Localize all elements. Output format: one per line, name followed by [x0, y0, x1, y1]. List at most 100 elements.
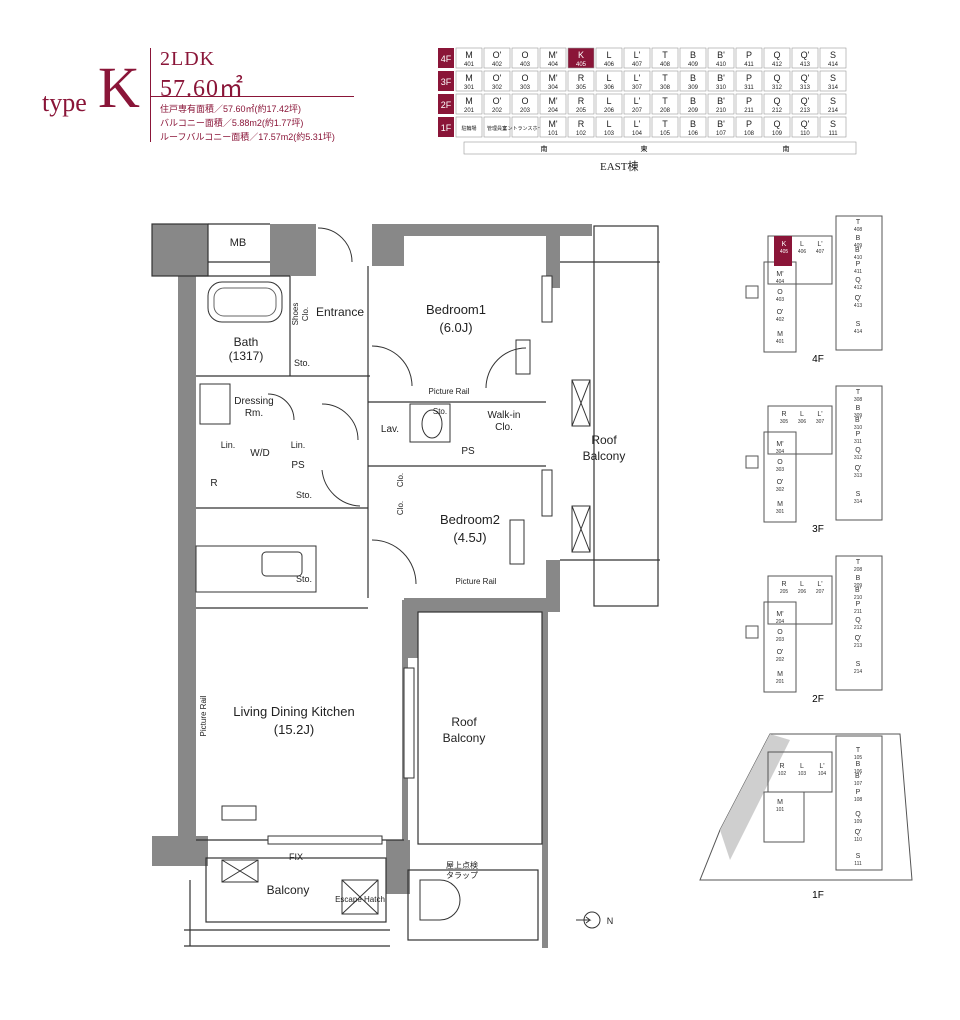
unit-cell [679, 116, 707, 138]
unit-type: Q [773, 96, 780, 106]
unit-number: 210 [716, 108, 727, 114]
unit-type: T [662, 73, 668, 83]
key-plan-unit-type: B' [855, 417, 861, 424]
unit-cell [679, 93, 707, 115]
key-plan-unit-number: 309 [854, 413, 863, 419]
unit-cell [707, 70, 735, 92]
unit-number: 108 [744, 131, 755, 137]
unit-type: B' [717, 96, 725, 106]
unit-number: 304 [548, 85, 559, 91]
key-plan-unit-number: 303 [776, 467, 785, 473]
key-plan-unit-type: S [856, 491, 861, 498]
key-plan-unit-number: 205 [780, 589, 789, 595]
unit-cell [483, 47, 511, 69]
key-plan-unit-type: B' [855, 587, 861, 594]
unit-number: 414 [828, 62, 839, 68]
unit-type: Q [773, 119, 780, 129]
unit-type: B [690, 73, 696, 83]
unit-cell [623, 93, 651, 115]
key-plan-2F: T208B209B'210P211Q212Q'213S214R205L206L'… [745, 555, 883, 705]
unit-number: 408 [660, 62, 671, 68]
unit-type: B' [717, 50, 725, 60]
key-plan-unit-type: B [856, 235, 861, 242]
unit-cell [651, 116, 679, 138]
roof-balcony-label: Roof [451, 715, 477, 729]
key-plan-unit-number: 407 [816, 249, 825, 255]
key-plan-unit-number: 108 [854, 797, 863, 803]
entrance-label: Entrance [316, 305, 364, 319]
unit-cell [511, 116, 539, 138]
direction-label: 南 [783, 144, 790, 153]
wd-label: W/D [250, 448, 269, 459]
unit-type: L' [634, 119, 641, 129]
bedroom1-size: (6.0J) [439, 320, 472, 335]
key-plan-unit-type: S [856, 661, 861, 668]
ldk-size: (15.2J) [274, 722, 314, 737]
key-plan-wing [763, 261, 797, 353]
unit-number: 106 [688, 131, 699, 137]
key-plan-unit-type: T [856, 559, 861, 566]
unit-number: 111 [828, 131, 838, 137]
unit-cell [567, 70, 595, 92]
unit-number: 205 [576, 108, 587, 114]
unit-type: B' [717, 73, 725, 83]
key-plan-unit-type: L' [817, 411, 822, 418]
spec-line: 住戸専有面積／57.60㎡(約17.42坪) [160, 104, 302, 114]
key-plan-unit-number: 210 [854, 595, 863, 601]
key-plan-stair [745, 625, 759, 639]
unit-number: 212 [772, 108, 783, 114]
clo-label: Clo. [396, 473, 405, 487]
unit-type: B [690, 96, 696, 106]
key-plan-unit-number: 408 [854, 227, 863, 233]
key-plan-floor-label: 2F [812, 694, 824, 705]
unit-cell [539, 70, 567, 92]
unit-cell [707, 116, 735, 138]
unit-cell [539, 47, 567, 69]
key-plan-unit-type: Q' [855, 635, 862, 642]
key-plan-wing [763, 431, 797, 523]
unit-cell [539, 116, 567, 138]
unit-number: 313 [800, 85, 811, 91]
unit-type: O [521, 73, 528, 83]
unit-type: O' [493, 73, 502, 83]
floor-label [438, 48, 454, 68]
unit-cell [567, 116, 595, 138]
key-plan-unit-number: 202 [776, 657, 785, 663]
unit-number: 405 [576, 62, 587, 68]
mb-label: MB [230, 237, 247, 249]
unit-type: Q' [801, 119, 810, 129]
key-plan-unit-type: P [856, 261, 861, 268]
unit-cell [455, 70, 483, 92]
direction-label: 南 [541, 144, 548, 153]
site-outline [699, 733, 913, 881]
direction-label: 東 [641, 144, 648, 153]
key-plan-unit-type: S [856, 321, 861, 328]
unit-number: 411 [744, 62, 754, 68]
unit-cell [511, 93, 539, 115]
key-plan-unit-number: 404 [776, 279, 785, 285]
fix-label: FIX [289, 852, 303, 862]
key-plan-unit-number: 110 [854, 837, 862, 843]
key-plan-unit-type: R [781, 411, 786, 418]
floor-label-text: 2F [441, 100, 452, 110]
unit-type: M' [548, 73, 557, 83]
unit-number: 402 [492, 62, 503, 68]
sto-label: Sto. [433, 407, 447, 416]
unit-number: 301 [464, 85, 475, 91]
key-plan-unit-type: M' [776, 611, 783, 618]
key-plan-wing [835, 735, 883, 871]
unit-number: 312 [772, 85, 783, 91]
unit-type: M' [548, 119, 557, 129]
key-plan-unit-type: L' [819, 763, 824, 770]
unit-number: 204 [548, 108, 559, 114]
unit-number: 110 [800, 131, 810, 137]
key-plan-unit-type: L [800, 411, 804, 418]
sto-label: Sto. [296, 574, 312, 584]
site-greenery [720, 734, 790, 860]
unit-type: O [521, 50, 528, 60]
unit-type: L' [634, 50, 641, 60]
unit-cell [791, 93, 819, 115]
key-plan-unit-number: 405 [780, 249, 789, 255]
divider [150, 48, 151, 142]
lav-label: Lav. [381, 424, 399, 435]
